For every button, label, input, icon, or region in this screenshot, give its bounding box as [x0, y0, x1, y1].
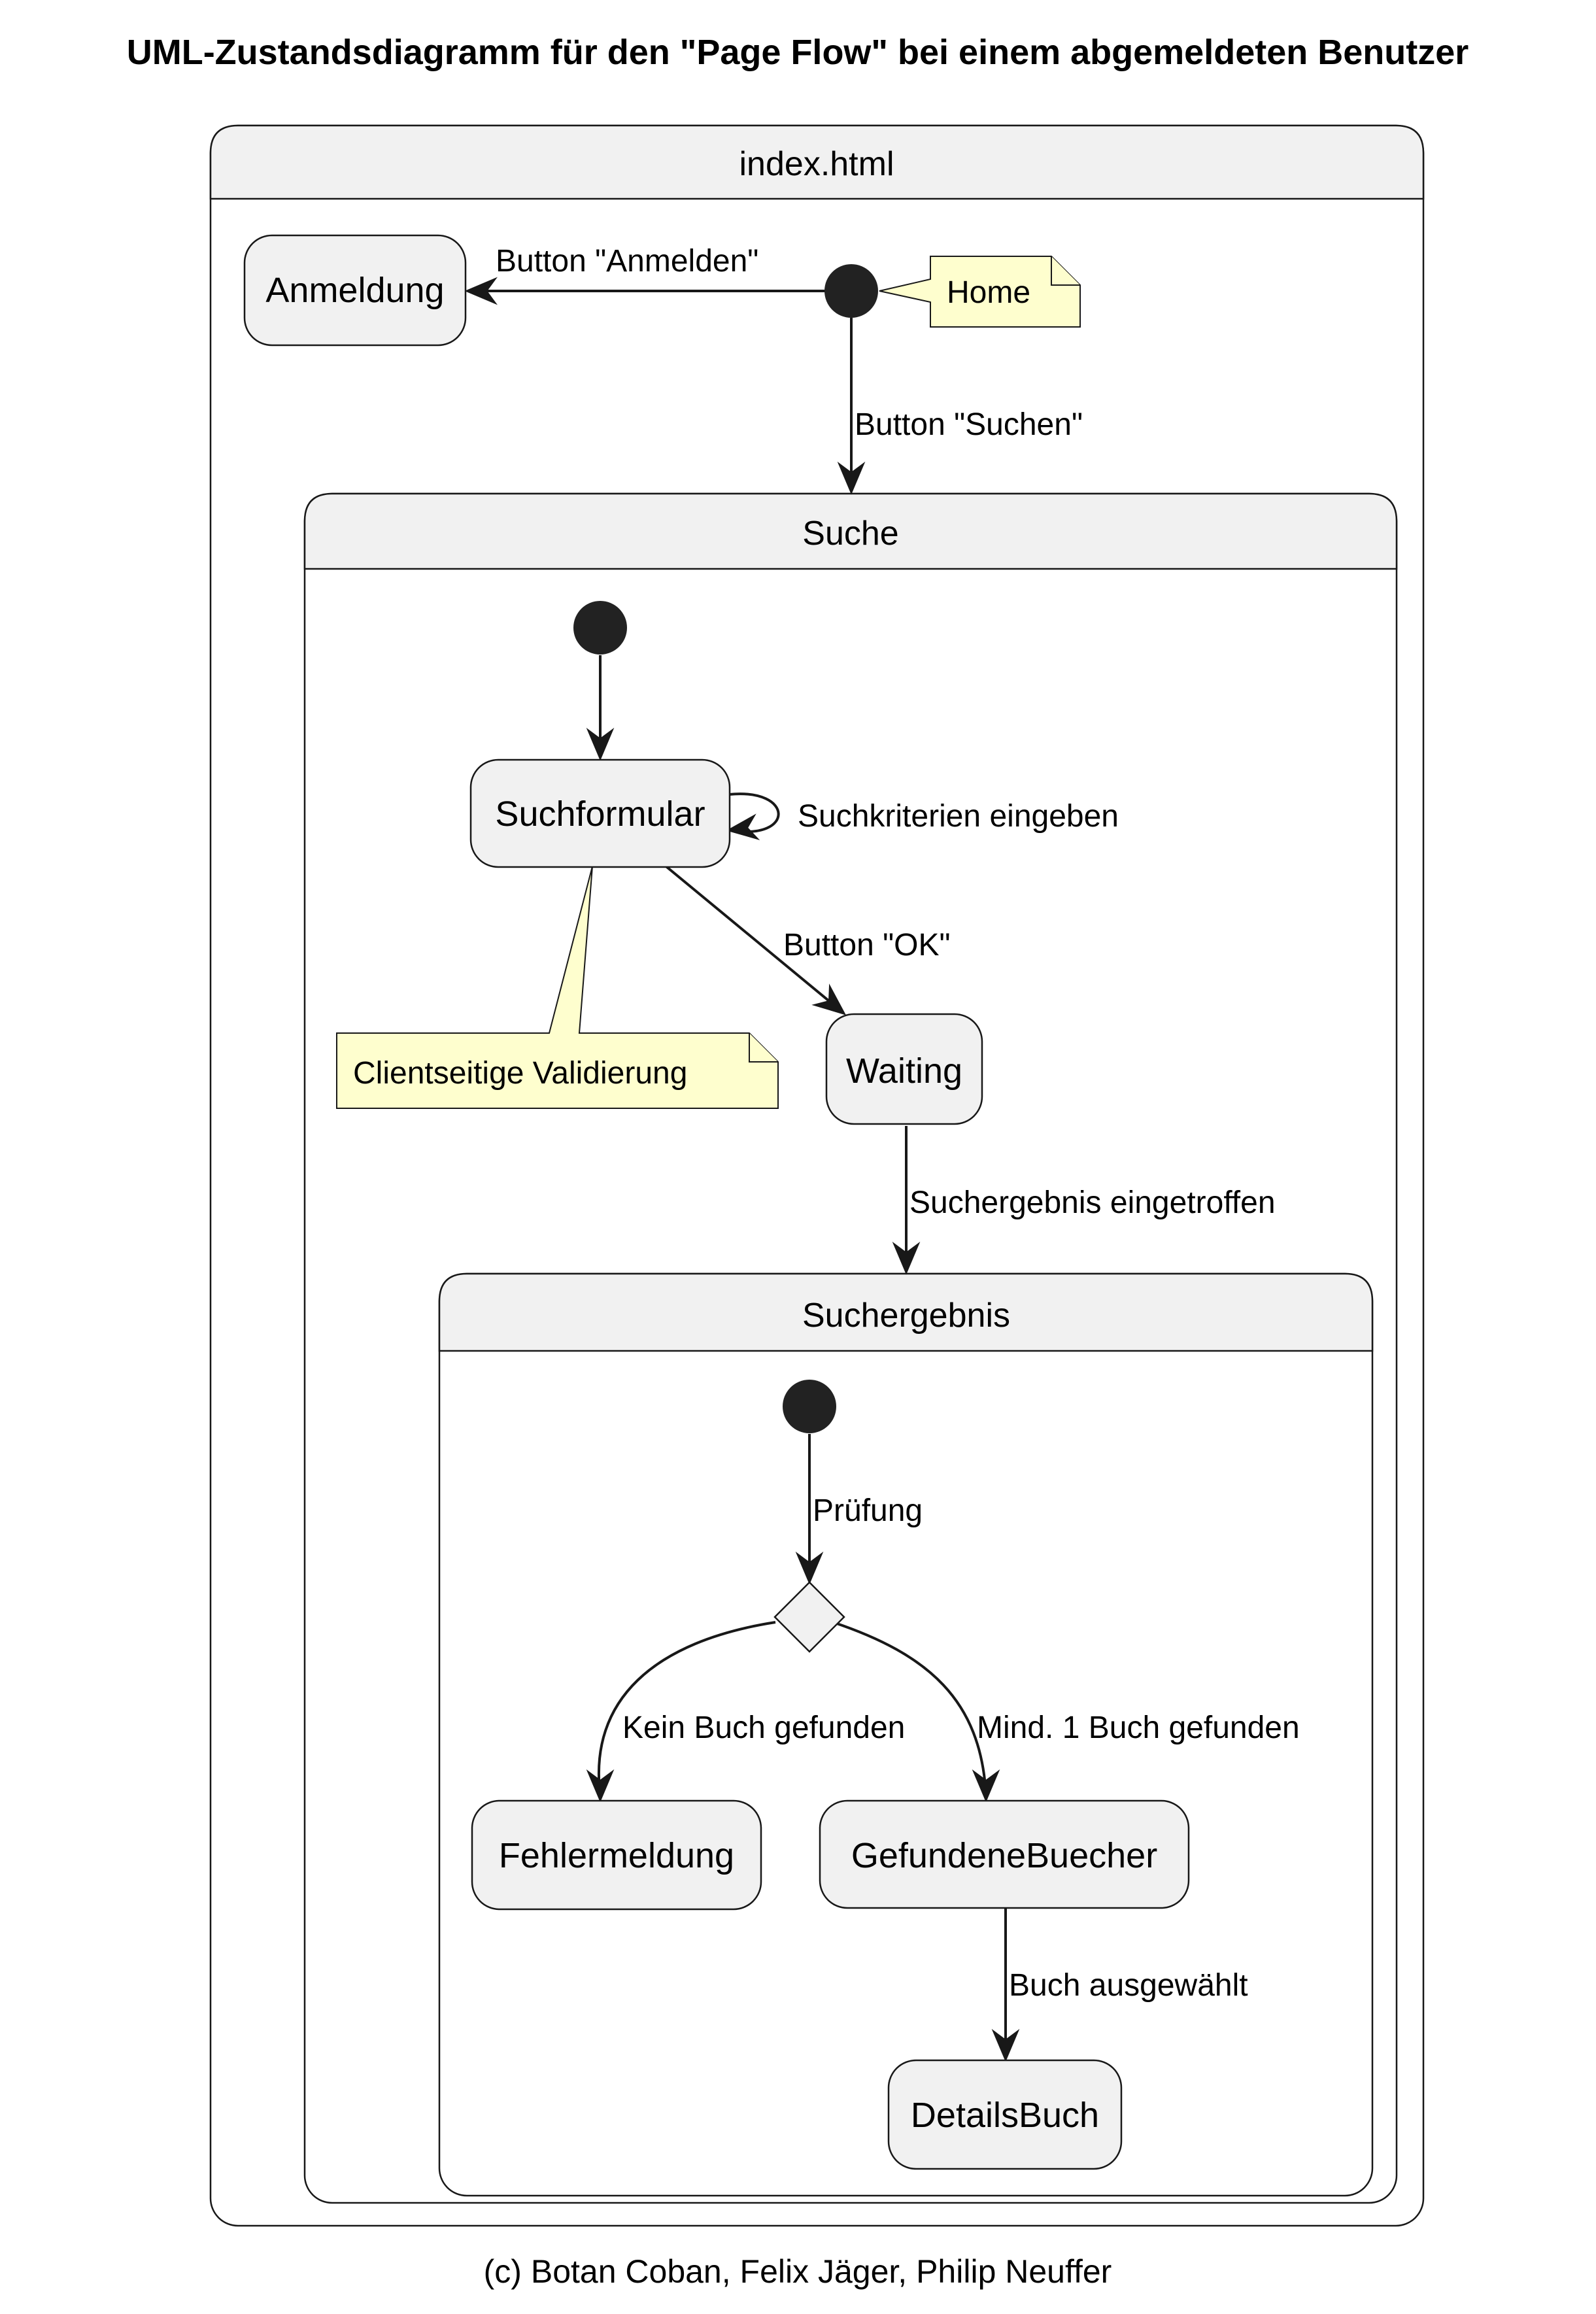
arrowhead-suchen [837, 462, 866, 495]
composite-suchergebnis-label: Suchergebnis [802, 1297, 1010, 1335]
composite-suche-label: Suche [802, 515, 898, 553]
label-anmelden: Button "Anmelden" [496, 244, 758, 279]
edge-kein-buch [597, 1621, 776, 1795]
edge-mind-buch [832, 1621, 987, 1795]
edge-kriterien [728, 792, 780, 833]
state-fehlermeldung-label: Fehlermeldung [499, 1836, 734, 1875]
label-ausgewaehlt: Buch ausgewählt [1009, 1968, 1248, 2003]
state-anmeldung: Anmeldung [243, 234, 467, 347]
note-validierung-text: Clientseitige Validierung [353, 1056, 687, 1091]
state-anmeldung-label: Anmeldung [265, 271, 444, 310]
state-waiting: Waiting [825, 1013, 983, 1125]
state-details-buch: DetailsBuch [887, 2059, 1123, 2170]
state-details-buch-label: DetailsBuch [911, 2096, 1099, 2135]
state-suchformular: Suchformular [469, 758, 731, 868]
state-waiting-label: Waiting [846, 1051, 962, 1091]
initial-node-suchergebnis [783, 1380, 836, 1433]
arrowhead-suche-start [586, 728, 615, 761]
label-suchen: Button "Suchen" [855, 407, 1083, 442]
edge-ok [662, 863, 841, 1012]
label-kein-buch: Kein Buch gefunden [622, 1710, 905, 1745]
arrowhead-ausgewaehlt [991, 2029, 1020, 2062]
arrowhead-kriterien [726, 813, 760, 840]
choice-node [773, 1581, 845, 1653]
composite-suchergebnis: Suchergebnis [438, 1272, 1374, 2197]
note-home: Home [879, 256, 1081, 328]
label-eingetroffen: Suchergebnis eingetroffen [909, 1185, 1276, 1220]
initial-node-index [824, 264, 878, 318]
composite-index-html-label: index.html [739, 145, 894, 183]
arrowhead-pruefung [795, 1552, 824, 1585]
state-suchformular-label: Suchformular [495, 794, 705, 834]
state-gefundene-buecher-label: GefundeneBuecher [851, 1836, 1157, 1875]
label-pruefung: Prüfung [813, 1493, 923, 1528]
state-fehlermeldung: Fehlermeldung [471, 1799, 762, 1911]
label-ok: Button "OK" [783, 928, 951, 962]
state-gefundene-buecher: GefundeneBuecher [819, 1799, 1190, 1909]
label-kriterien: Suchkriterien eingeben [798, 799, 1119, 834]
transitions: Button "Anmelden" Button "Suchen" Suchkr… [464, 244, 1300, 2062]
diagram-title: UML-Zustandsdiagramm für den "Page Flow"… [127, 33, 1469, 72]
arrowhead-eingetroffen [892, 1242, 921, 1275]
initial-node-suche [573, 601, 627, 655]
arrowhead-kein-buch [586, 1769, 615, 1803]
arrowhead-anmelden [464, 277, 498, 305]
arrowhead-mind-buch [972, 1769, 1000, 1803]
label-mind-buch: Mind. 1 Buch gefunden [977, 1710, 1300, 1745]
diagram-footer: (c) Botan Coban, Felix Jäger, Philip Neu… [484, 2253, 1112, 2290]
note-validierung: Clientseitige Validierung [336, 866, 779, 1109]
arrowhead-ok [811, 983, 847, 1015]
note-home-text: Home [947, 275, 1030, 310]
